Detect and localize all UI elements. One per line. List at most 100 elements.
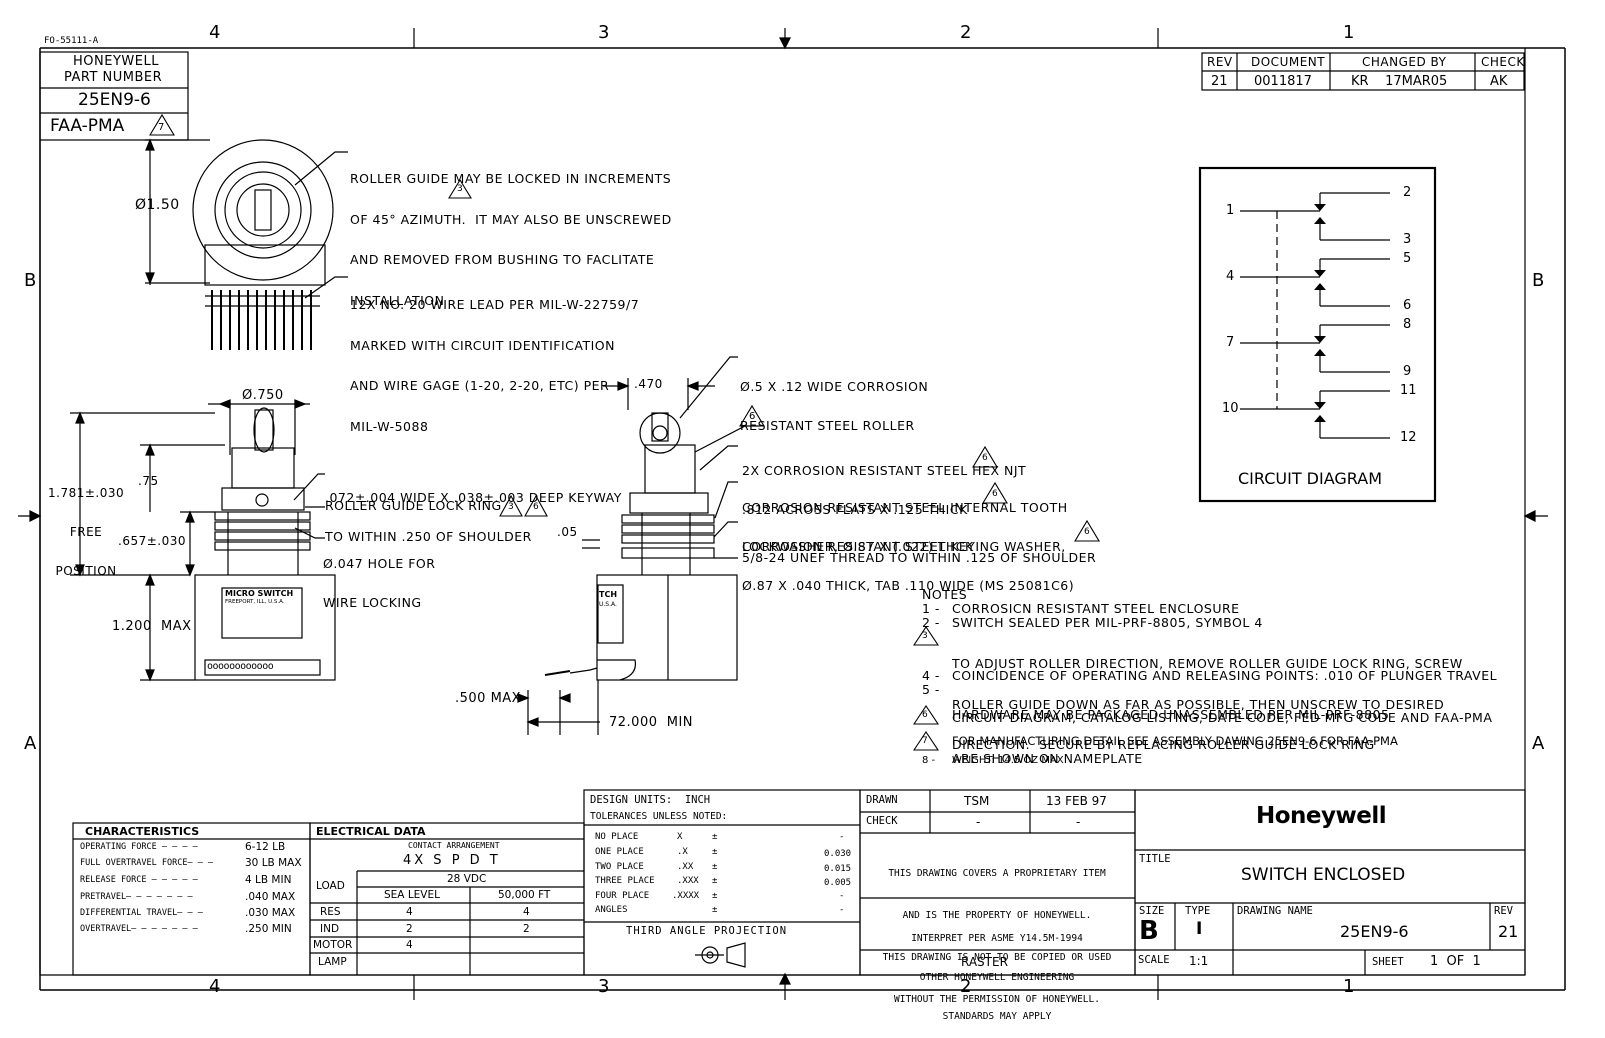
load-value: 4	[406, 906, 413, 918]
flag-number: 3	[508, 502, 514, 512]
nameplate-fragment: U.S.A.	[599, 601, 617, 608]
form-id: FO-55111-A	[44, 36, 99, 46]
load-type: RES	[320, 906, 341, 918]
zone-label-top: 4	[209, 22, 221, 43]
rev-cell: 21	[1211, 74, 1228, 89]
proprietary-notice: THIS DRAWING COVERS A PROPRIETARY ITEM A…	[866, 839, 1128, 1021]
flag-number: 6	[922, 710, 928, 720]
load-value: 2	[406, 923, 413, 935]
note-line: WIRE LOCKING	[323, 595, 422, 610]
note-text: CORROSICN RESISTANT STEEL ENCLOSURE	[952, 601, 1240, 616]
zone-label-bottom: 3	[598, 976, 610, 997]
load-value: 2	[523, 923, 530, 935]
char-value: 4 LB MIN	[245, 874, 292, 886]
dim-line: FREE	[69, 525, 103, 539]
tol-value: -	[839, 905, 845, 915]
note-number: 2 -	[922, 615, 940, 630]
tol-plusminus: ±	[712, 891, 718, 901]
notice-line: THIS DRAWING IS NOT TO BE COPIED OR USED	[882, 952, 1112, 963]
hex-nut-note: 2X CORROSION RESISTANT STEEL HEX NJT .81…	[742, 438, 1026, 529]
part-box-line1: HONEYWELL	[73, 54, 159, 69]
zone-label-top: 2	[960, 22, 972, 43]
note-text: ROLLER GUIDE DOWN AS FAR AS POSSIBLE, TH…	[952, 696, 1445, 712]
characteristics-title: CHARACTERISTICS	[85, 825, 200, 838]
interpret-notice: INTERPRET PER ASME Y14.5M-1994 OTHER HON…	[866, 906, 1128, 1036]
flag-number: 6	[982, 453, 988, 463]
char-label: OPERATING FORCE — — — —	[80, 842, 198, 852]
sheet-value: 1 OF 1	[1430, 954, 1481, 969]
note-text-block: CIRCUIT DIAGRAM, CATALOG LISTING, DATE C…	[952, 684, 1492, 779]
terminal-label: 8	[1403, 317, 1412, 332]
free-position-dim: 1.781±.030 FREE POSITION	[48, 461, 124, 591]
note-line: Ø.5 X .12 WIDE CORROSION	[740, 379, 929, 394]
load-type: MOTOR	[313, 939, 353, 951]
note-text: DIRECTION. SECURE BY REPLACING ROLLER GU…	[952, 737, 1375, 752]
dim-line: 1.781±.030	[48, 486, 125, 500]
projection-label: THIRD ANGLE PROJECTION	[626, 925, 788, 937]
note-text: CIRCUIT DIAGRAM, CATALOG LISTING, DATE C…	[952, 710, 1493, 725]
roller-spec: Ø.5 X .12 WIDE CORROSION RESISTANT STEEL…	[740, 354, 928, 445]
drawn-date: 13 FEB 97	[1046, 794, 1107, 808]
drawing-title: SWITCH ENCLOSED	[1241, 865, 1406, 885]
flag-number: 7	[922, 736, 928, 746]
tol-place: ANGLES	[595, 905, 628, 915]
terminal-label: 10	[1222, 401, 1239, 416]
rev-cell: AK	[1490, 74, 1508, 89]
flag-number: 3	[457, 184, 463, 194]
note-line: TO WITHIN .250 OF SHOULDER	[325, 529, 532, 544]
zone-label-bottom: 1	[1343, 976, 1355, 997]
check-by: -	[976, 815, 981, 829]
dim-75: .75	[138, 474, 159, 488]
dim-750: Ø.750	[242, 388, 284, 403]
electrical-title: ELECTRICAL DATA	[316, 825, 426, 838]
contact-label: CONTACT ARRANGEMENT	[408, 841, 500, 850]
rev-header: DOCUMENT	[1251, 55, 1326, 69]
check-label: CHECK	[866, 815, 898, 827]
row-label: B	[1532, 270, 1545, 291]
contact-value: 4X S P D T	[403, 853, 501, 868]
note-number: 5 -	[922, 682, 940, 697]
notice-line: STANDARDS MAY APPLY	[942, 1011, 1052, 1022]
circuit-diagram-title: CIRCUIT DIAGRAM	[1238, 469, 1382, 488]
tol-format: .XX	[677, 862, 694, 872]
notice-line: OTHER HONEYWELL ENGINEERING	[919, 972, 1075, 983]
zone-label-top: 1	[1343, 22, 1355, 43]
notice-line: AND IS THE PROPERTY OF HONEYWELL.	[902, 910, 1092, 921]
dim-diameter: Ø1.50	[135, 197, 180, 213]
dim-1200: 1.200 MAX	[112, 619, 192, 634]
flag-number: 7	[158, 122, 165, 133]
size-value: B	[1139, 916, 1159, 946]
note-text: HARDWARE MAY BE PACKAGED UNASSEMBLED PER…	[952, 707, 1390, 722]
rev-header: REV	[1207, 55, 1233, 69]
flag-number: 6	[533, 502, 539, 512]
dim-470: .470	[634, 377, 663, 391]
sheet-label: SHEET	[1372, 956, 1404, 968]
tolerance-header: TOLERANCES UNLESS NOTED:	[590, 811, 728, 822]
note-text: WEIGHT: 14.5 OZ MAX	[952, 755, 1064, 766]
row-label: A	[24, 733, 37, 754]
tol-plusminus: ±	[712, 905, 718, 915]
dim-500: .500 MAX	[455, 691, 522, 706]
note-line: INSTALLATION	[350, 292, 445, 308]
hole-note: Ø.047 HOLE FOR WIRE LOCKING	[323, 531, 435, 622]
rev-value: 21	[1498, 922, 1519, 941]
tol-place: NO PLACE	[595, 832, 639, 842]
note-line: AND WIRE GAGE (1-20, 2-20, ETC) PER	[350, 378, 610, 393]
drawn-label: DRAWN	[866, 794, 898, 806]
note-line: ROLLER GUIDE MAY BE LOCKED IN INCREMENTS	[350, 171, 672, 186]
lock-ring-note: ROLLER GUIDE LOCK RING	[325, 498, 502, 513]
tol-place: FOUR PLACE	[595, 891, 650, 901]
terminal-label: 1	[1226, 203, 1235, 218]
tol-plusminus: ±	[712, 832, 718, 842]
note-line: MIL-W-5088	[350, 418, 429, 434]
type-value: I	[1196, 919, 1203, 939]
load-type: LAMP	[318, 956, 347, 968]
char-value: .040 MAX	[245, 891, 296, 903]
note-line: LOCKWASHER, Ø.87 X (.022) THCK	[742, 539, 974, 554]
voltage: 28 VDC	[447, 873, 487, 885]
design-units: DESIGN UNITS: INCH	[590, 794, 711, 806]
tol-format: X	[677, 832, 683, 842]
row-label: A	[1532, 733, 1545, 754]
dim-72000: 72.000 MIN	[609, 715, 694, 730]
